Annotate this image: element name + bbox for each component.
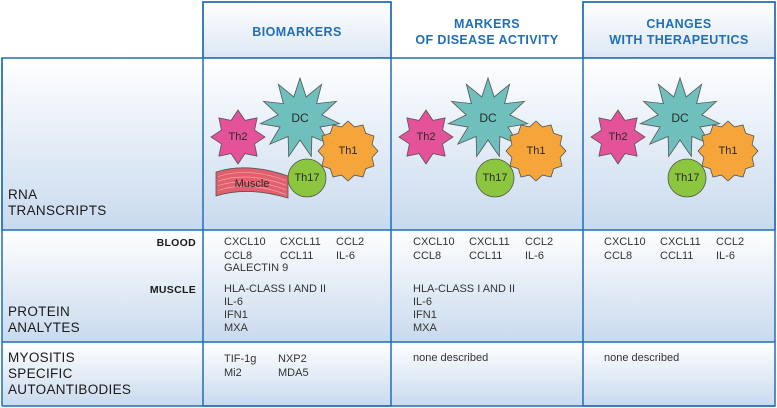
header-cell-therapeutics — [582, 1, 776, 59]
autoantibody-row-band — [2, 342, 775, 406]
th17-cell-label: Th17 — [674, 172, 700, 184]
dc-cell-label: DC — [291, 111, 309, 125]
th1-cell-label: Th1 — [718, 145, 738, 157]
autoantibodies-therapeutics: none described — [604, 352, 680, 364]
marker: CCL8 — [413, 250, 442, 262]
marker: CXCL10 — [224, 236, 266, 248]
rna-row-band — [2, 58, 775, 230]
marker: CCL2 — [525, 236, 554, 248]
marker: CCL11 — [469, 250, 503, 262]
th1-cell-label: Th1 — [526, 145, 546, 157]
dc-cell-label: DC — [671, 111, 689, 125]
marker: CCL2 — [336, 236, 365, 248]
column-header-therapeutics: CHANGES WITH THERAPEUTICS — [609, 17, 749, 47]
th2-cell-label: Th2 — [416, 131, 436, 143]
marker: CXCL11 — [280, 236, 321, 248]
marker: CCL8 — [224, 250, 253, 262]
marker: CCL8 — [604, 250, 633, 262]
muscle-proteins-biomarkers: HLA-CLASS I AND II IL-6 IFN1 MXA — [224, 283, 327, 334]
marker: CXCL11 — [469, 236, 510, 248]
marker: IL-6 — [716, 250, 735, 262]
row-label-protein-analytes: PROTEIN ANALYTES — [8, 304, 80, 335]
autoantibody: NXP2 — [278, 353, 307, 365]
th17-cell-label: Th17 — [294, 172, 320, 184]
blood-markers-biomarkers: CXCL10 CXCL11 CCL2 CCL8 CCL11 IL-6 — [224, 236, 384, 263]
autoantibody: MDA5 — [278, 367, 309, 379]
th2-cell-label: Th2 — [608, 131, 628, 143]
marker: CXCL10 — [604, 236, 646, 248]
th1-cell-label: Th1 — [338, 145, 358, 157]
column-header-biomarkers: BIOMARKERS — [252, 25, 342, 39]
autoantibodies-biomarkers: TIF-1g NXP2 Mi2 MDA5 — [224, 352, 338, 380]
marker: CCL11 — [660, 250, 694, 262]
autoantibody: TIF-1g — [224, 353, 257, 365]
blood-markers-disease-activity: CXCL10 CXCL11 CCL2 CCL8 CCL11 IL-6 — [413, 236, 573, 263]
row-label-rna-transcripts: RNA TRANSCRIPTS — [8, 187, 107, 218]
muscle-tissue-label: Muscle — [234, 178, 270, 190]
dc-cell-label: DC — [479, 111, 497, 125]
autoantibodies-disease-activity: none described — [413, 352, 489, 364]
th17-cell-label: Th17 — [482, 172, 508, 184]
column-header-disease-activity: MARKERS OF DISEASE ACTIVITY — [415, 17, 559, 47]
marker: CXCL11 — [660, 236, 701, 248]
marker: CXCL10 — [413, 236, 455, 248]
muscle-proteins-disease-activity: HLA-CLASS I AND II IL-6 IFN1 MXA — [413, 283, 516, 334]
marker: CCL2 — [716, 236, 745, 248]
blood-markers-therapeutics: CXCL10 CXCL11 CCL2 CCL8 CCL11 IL-6 — [604, 236, 764, 263]
marker: IL-6 — [336, 250, 355, 262]
autoantibody: Mi2 — [224, 367, 242, 379]
th2-cell-label: Th2 — [228, 131, 248, 143]
sublabel-muscle: MUSCLE — [149, 284, 196, 296]
row-label-autoantibodies: MYOSITIS SPECIFIC AUTOANTIBODIES — [8, 350, 132, 397]
marker: IL-6 — [525, 250, 544, 262]
protein-row-band — [2, 230, 775, 342]
header-cell-biomarkers — [202, 1, 392, 59]
sublabel-blood: BLOOD — [156, 237, 196, 249]
marker: CCL11 — [280, 250, 314, 262]
blood-marker-galectin: GALECTIN 9 — [224, 262, 289, 274]
